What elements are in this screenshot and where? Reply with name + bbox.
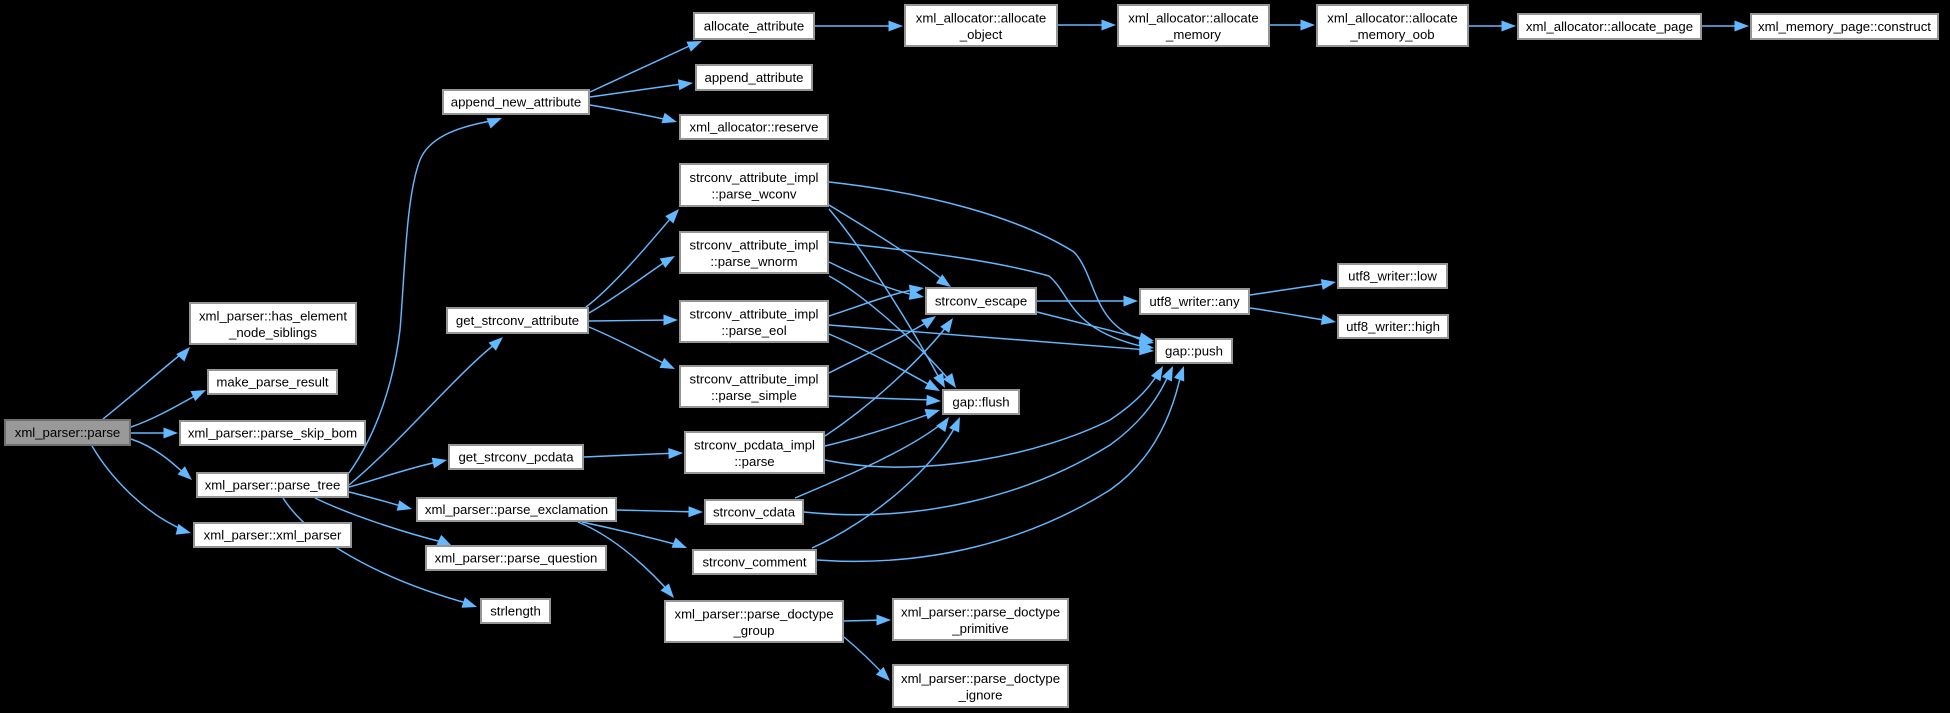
svg-text:xml_parser::xml_parser: xml_parser::xml_parser [204, 528, 342, 543]
svg-text:xml_parser::parse_tree: xml_parser::parse_tree [205, 478, 341, 493]
svg-text:xml_parser::parse_exclamation: xml_parser::parse_exclamation [425, 502, 608, 517]
svg-text:xml_allocator::allocate: xml_allocator::allocate [1327, 11, 1457, 26]
svg-text:strconv_pcdata_impl: strconv_pcdata_impl [694, 438, 815, 453]
svg-text:get_strconv_attribute: get_strconv_attribute [456, 313, 579, 328]
svg-text:::parse_eol: ::parse_eol [721, 323, 786, 338]
svg-text:append_new_attribute: append_new_attribute [451, 95, 582, 110]
svg-text:xml_memory_page::construct: xml_memory_page::construct [1758, 19, 1931, 34]
svg-text:::parse_wnorm: ::parse_wnorm [710, 254, 797, 269]
svg-text:xml_allocator::allocate: xml_allocator::allocate [916, 11, 1046, 26]
svg-text:gap::push: gap::push [1165, 344, 1223, 359]
svg-text:_node_siblings: _node_siblings [228, 325, 317, 340]
svg-text:get_strconv_pcdata: get_strconv_pcdata [458, 450, 574, 465]
svg-text:utf8_writer::any: utf8_writer::any [1149, 294, 1240, 309]
svg-text:xml_parser::parse_doctype: xml_parser::parse_doctype [674, 607, 833, 622]
svg-text:strconv_attribute_impl: strconv_attribute_impl [689, 307, 818, 322]
svg-text:strlength: strlength [490, 604, 541, 619]
svg-text:::parse_simple: ::parse_simple [711, 388, 797, 403]
svg-text:_object: _object [959, 27, 1003, 42]
svg-text:xml_parser::parse_question: xml_parser::parse_question [435, 551, 598, 566]
svg-text:xml_allocator::reserve: xml_allocator::reserve [690, 120, 819, 135]
svg-text:allocate_attribute: allocate_attribute [704, 19, 804, 34]
svg-text:strconv_attribute_impl: strconv_attribute_impl [689, 372, 818, 387]
svg-text:xml_parser::parse_doctype: xml_parser::parse_doctype [901, 605, 1060, 620]
svg-text:strconv_cdata: strconv_cdata [713, 505, 796, 520]
svg-text:xml_parser::has_element: xml_parser::has_element [199, 309, 347, 324]
svg-text:_primitive: _primitive [951, 621, 1008, 636]
svg-text:_group: _group [732, 623, 774, 638]
svg-text:xml_allocator::allocate: xml_allocator::allocate [1128, 11, 1258, 26]
svg-text:::parse_wconv: ::parse_wconv [711, 187, 796, 202]
svg-text:strconv_comment: strconv_comment [702, 555, 806, 570]
svg-text:::parse: ::parse [734, 454, 774, 469]
svg-text:strconv_escape: strconv_escape [935, 294, 1027, 309]
svg-text:_ignore: _ignore [958, 688, 1003, 703]
svg-text:_memory_oob: _memory_oob [1349, 27, 1434, 42]
svg-text:strconv_attribute_impl: strconv_attribute_impl [689, 170, 818, 185]
svg-text:utf8_writer::high: utf8_writer::high [1346, 319, 1440, 334]
svg-text:xml_parser::parse_skip_bom: xml_parser::parse_skip_bom [188, 426, 357, 441]
svg-text:strconv_attribute_impl: strconv_attribute_impl [689, 238, 818, 253]
svg-text:utf8_writer::low: utf8_writer::low [1348, 269, 1437, 284]
svg-text:append_attribute: append_attribute [705, 70, 804, 85]
svg-text:xml_parser::parse_doctype: xml_parser::parse_doctype [901, 671, 1060, 686]
svg-text:make_parse_result: make_parse_result [216, 375, 328, 390]
svg-text:xml_parser::parse: xml_parser::parse [15, 425, 121, 440]
svg-text:_memory: _memory [1165, 27, 1221, 42]
svg-text:xml_allocator::allocate_page: xml_allocator::allocate_page [1526, 19, 1693, 34]
svg-text:gap::flush: gap::flush [952, 395, 1009, 410]
